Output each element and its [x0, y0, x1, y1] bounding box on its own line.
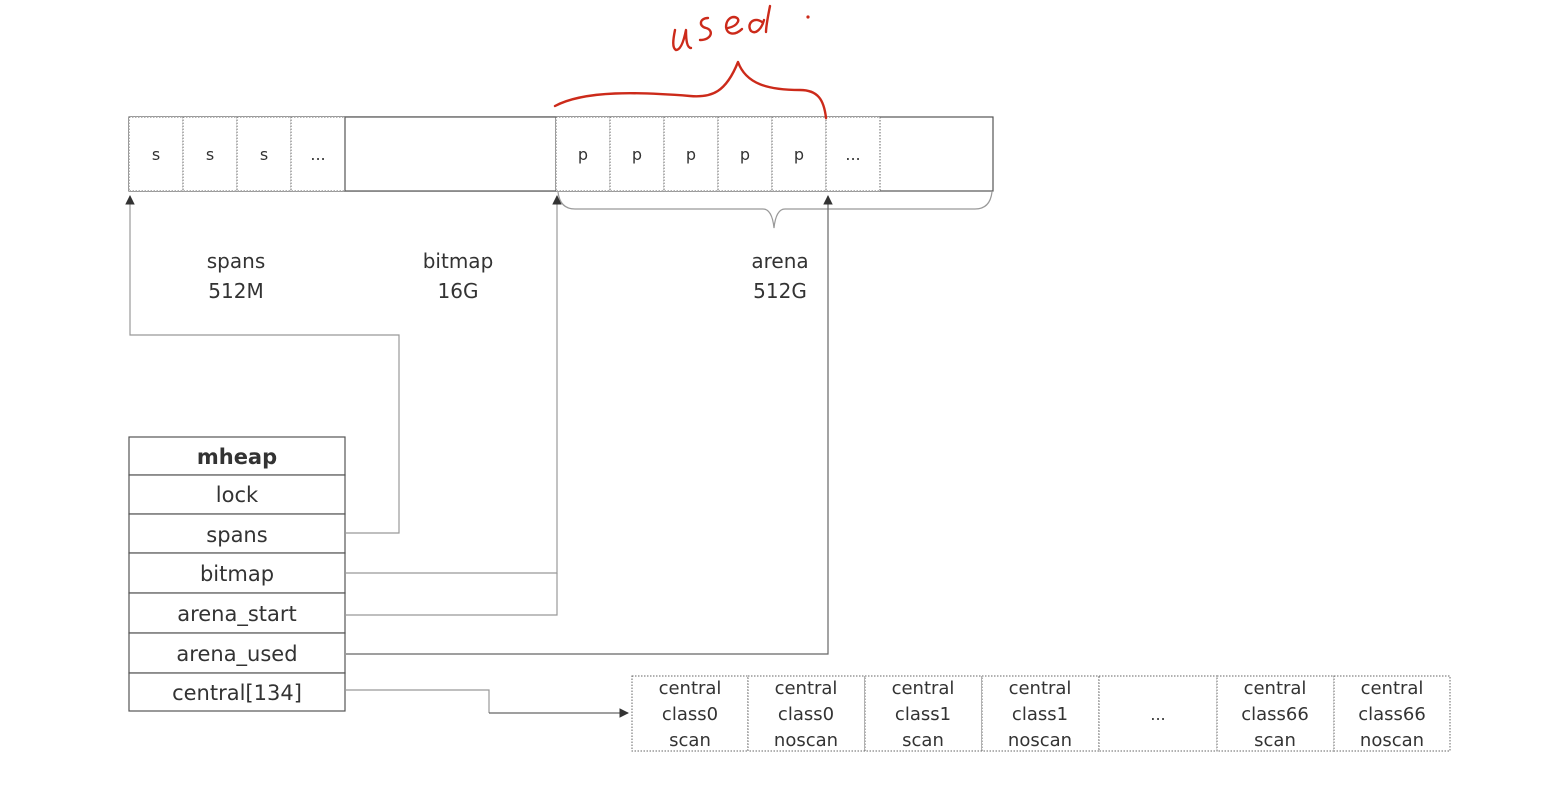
central-cell-line3: noscan	[1360, 730, 1424, 751]
central-cell-line1: central	[1244, 678, 1307, 699]
page-cell	[555, 116, 611, 192]
arena-region-name: arena	[751, 249, 808, 273]
central-cell-line3: noscan	[1008, 730, 1072, 751]
mheap-field-box	[128, 474, 346, 515]
page-cell-label: p	[686, 145, 696, 164]
central-cell	[981, 675, 1100, 752]
mheap-field-box	[128, 592, 346, 634]
span-cell	[290, 116, 346, 192]
page-cell	[825, 116, 881, 192]
span-cell-label: s	[260, 145, 268, 164]
mheap-field-arena-start: arena_start	[177, 602, 297, 627]
central-cell-line2: class1	[895, 704, 951, 725]
mheap-header-box	[128, 436, 346, 476]
arena-used-pointer-arrow	[346, 195, 833, 655]
central-ellipsis: ...	[1150, 705, 1165, 724]
central-cell-line2: class66	[1358, 704, 1426, 725]
used-letter-d	[748, 4, 772, 34]
mheap-field-box	[128, 552, 346, 594]
arena-start-pointer-line	[346, 573, 558, 616]
central-cell-line1: central	[775, 678, 838, 699]
central-cell-line2: class1	[1012, 704, 1068, 725]
central-cell-line3: scan	[1254, 730, 1296, 751]
page-cell	[771, 116, 827, 192]
memory-strip: s s s ... p p p p p ...	[128, 116, 994, 192]
central-cell-line1: central	[892, 678, 955, 699]
region-labels: spans 512M bitmap 16G arena 512G	[207, 249, 809, 303]
mheap-field-arena-used: arena_used	[176, 642, 297, 667]
used-dot	[806, 15, 810, 19]
page-cell	[663, 116, 719, 192]
handwritten-used-annotation	[553, 4, 828, 120]
central-array: central class0 scan central class0 nosca…	[631, 675, 1451, 752]
page-cell	[609, 116, 665, 192]
central-cell	[1333, 675, 1451, 752]
central-cell-line3: scan	[669, 730, 711, 751]
bitmap-region-name: bitmap	[423, 249, 494, 273]
central-cell	[1216, 675, 1335, 752]
mheap-field-lock: lock	[216, 483, 259, 507]
central-cell	[864, 675, 983, 752]
central-cell-line1: central	[659, 678, 722, 699]
mheap-struct: mheap lock spans bitmap arena_start aren…	[128, 436, 346, 712]
page-cell-label: p	[578, 145, 588, 164]
arena-brace	[557, 191, 993, 229]
central-cell-line1: central	[1361, 678, 1424, 699]
central-cell-line2: class0	[662, 704, 718, 725]
central-cell	[1098, 675, 1218, 752]
bitmap-region	[344, 116, 557, 192]
central-cell-line1: central	[1009, 678, 1072, 699]
used-letter-s	[698, 16, 712, 42]
page-cell-label: p	[632, 145, 642, 164]
page-cell-label: ...	[845, 145, 860, 164]
central-cell	[747, 675, 866, 752]
mheap-field-box	[128, 513, 346, 554]
mheap-field-bitmap: bitmap	[200, 562, 274, 586]
central-cell-line2: class66	[1241, 704, 1309, 725]
spans-region-size: 512M	[208, 279, 263, 303]
span-cell	[128, 116, 184, 192]
spans-region-name: spans	[207, 249, 265, 273]
used-brace-stroke	[553, 60, 828, 120]
mheap-field-central: central[134]	[172, 681, 302, 705]
span-cell	[236, 116, 292, 192]
arena-page-cells: p p p p p ...	[555, 116, 881, 192]
mheap-field-spans: spans	[206, 523, 267, 547]
spans-region-cells: s s s ...	[128, 116, 346, 192]
central-cell	[631, 675, 749, 752]
central-cell-line2: class0	[778, 704, 834, 725]
bitmap-region-size: 16G	[438, 279, 479, 303]
mheap-title: mheap	[197, 445, 277, 469]
arena-region-size: 512G	[753, 279, 807, 303]
page-cell-label: p	[740, 145, 750, 164]
spans-pointer-arrow	[125, 195, 400, 534]
page-cell	[717, 116, 773, 192]
span-cell-label: s	[152, 145, 160, 164]
span-cell-label: ...	[310, 145, 325, 164]
central-cell-line3: noscan	[774, 730, 838, 751]
span-cell	[182, 116, 238, 192]
central-pointer-line	[346, 689, 490, 713]
span-cell-label: s	[206, 145, 214, 164]
used-letter-e	[724, 15, 744, 35]
mheap-field-box	[128, 672, 346, 712]
pointer-connectors	[125, 195, 833, 718]
used-letter-u	[672, 28, 693, 52]
central-cell-line3: scan	[902, 730, 944, 751]
page-cell-label: p	[794, 145, 804, 164]
